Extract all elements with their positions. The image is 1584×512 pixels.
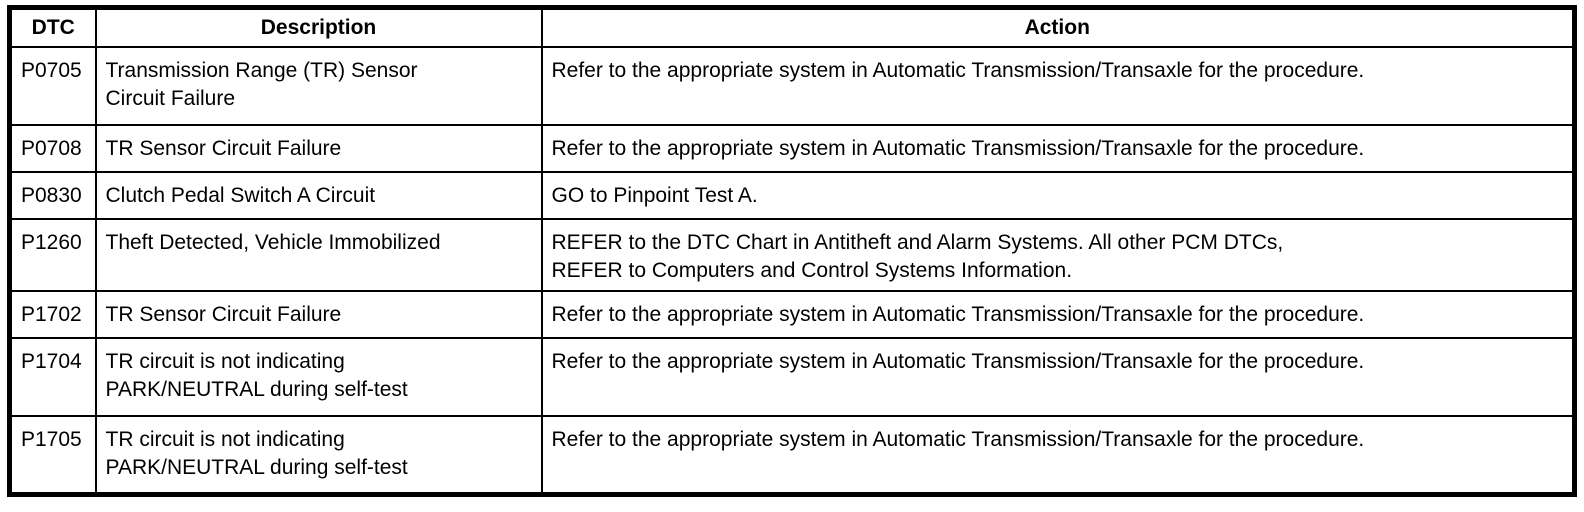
column-header-dtc: DTC bbox=[8, 6, 97, 48]
action-cell: REFER to the DTC Chart in Antitheft and … bbox=[540, 218, 1576, 292]
description-cell: Theft Detected, Vehicle Immobilized bbox=[94, 218, 543, 292]
column-header-description: Description bbox=[94, 6, 543, 48]
dtc-code: P0708 bbox=[8, 124, 97, 173]
table-row: P1704 TR circuit is not indicating PARK/… bbox=[8, 337, 1576, 417]
dtc-code: P0830 bbox=[8, 171, 97, 220]
action-cell: Refer to the appropriate system in Autom… bbox=[540, 46, 1576, 126]
table-row: P0830 Clutch Pedal Switch A Circuit GO t… bbox=[8, 171, 1576, 220]
action-cell: Refer to the appropriate system in Autom… bbox=[540, 290, 1576, 339]
dtc-code: P1704 bbox=[8, 337, 97, 417]
dtc-code: P1260 bbox=[8, 218, 97, 292]
table-row: P0708 TR Sensor Circuit Failure Refer to… bbox=[8, 124, 1576, 173]
action-cell: Refer to the appropriate system in Autom… bbox=[540, 124, 1576, 173]
action-cell: GO to Pinpoint Test A. bbox=[540, 171, 1576, 220]
dtc-table: DTC Description Action P0705 Transmissio… bbox=[7, 5, 1577, 497]
dtc-code: P1702 bbox=[8, 290, 97, 339]
table-row: P1260 Theft Detected, Vehicle Immobilize… bbox=[8, 218, 1576, 292]
table-row: P1702 TR Sensor Circuit Failure Refer to… bbox=[8, 290, 1576, 339]
description-cell: TR circuit is not indicating PARK/NEUTRA… bbox=[94, 415, 543, 495]
description-cell: TR Sensor Circuit Failure bbox=[94, 290, 543, 339]
dtc-code: P1705 bbox=[8, 415, 97, 495]
description-cell: TR circuit is not indicating PARK/NEUTRA… bbox=[94, 337, 543, 417]
description-cell: Clutch Pedal Switch A Circuit bbox=[94, 171, 543, 220]
table-row: P1705 TR circuit is not indicating PARK/… bbox=[8, 415, 1576, 495]
description-cell: Transmission Range (TR) Sensor Circuit F… bbox=[94, 46, 543, 126]
action-cell: Refer to the appropriate system in Autom… bbox=[540, 337, 1576, 417]
description-cell: TR Sensor Circuit Failure bbox=[94, 124, 543, 173]
dtc-code: P0705 bbox=[8, 46, 97, 126]
table-row: P0705 Transmission Range (TR) Sensor Cir… bbox=[8, 46, 1576, 126]
column-header-action: Action bbox=[540, 6, 1576, 48]
table-header-row: DTC Description Action bbox=[8, 6, 1576, 48]
action-cell: Refer to the appropriate system in Autom… bbox=[540, 415, 1576, 495]
